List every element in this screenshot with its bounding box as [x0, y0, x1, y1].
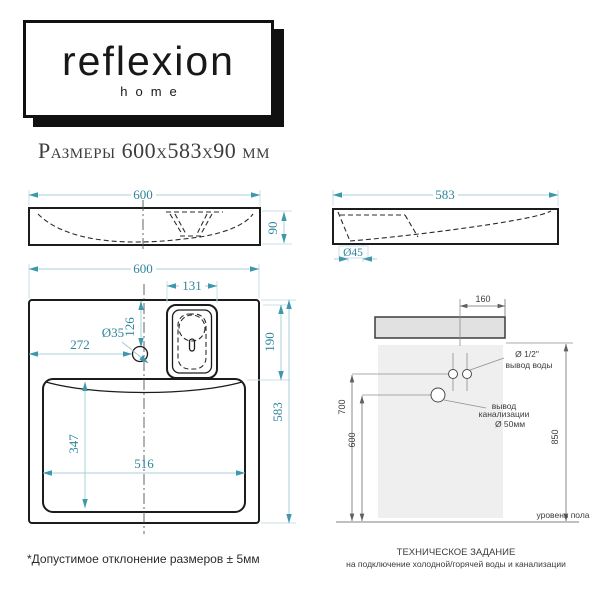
plan-depth-dim: 583: [270, 402, 285, 422]
sewer-size-label: Ø 50мм: [495, 419, 525, 429]
drain-height-dim: 600: [347, 432, 357, 447]
install-offset-dim: 160: [475, 294, 490, 304]
brand-logo: reflexion home: [23, 20, 274, 118]
spec-title: ТЕХНИЧЕСКОЕ ЗАДАНИЕ: [396, 547, 516, 558]
floor-level-label: уровень пола: [536, 510, 589, 520]
sewer-label-line2: канализации: [479, 409, 530, 419]
brand-name: reflexion: [62, 37, 235, 84]
front-height-dim: 90: [265, 222, 280, 235]
bowl-width-dim: 516: [134, 456, 154, 471]
plan-width-dim: 600: [133, 261, 153, 276]
installation-diagram: 160 700 600 Ø 1/2" вывод воды вывод кана…: [336, 294, 590, 523]
page-title: Размеры 600х583х90 мм: [38, 138, 270, 163]
brand-subname: home: [120, 83, 185, 99]
tolerance-note: *Допустимое отклонение размеров ± 5мм: [27, 552, 260, 566]
water-outlet-label: вывод воды: [506, 360, 553, 370]
drain-box-width-dim: 131: [182, 278, 202, 293]
sewer-outlet: [430, 387, 446, 403]
side-width-dim: 583: [435, 187, 455, 202]
front-view-outline: [28, 207, 261, 246]
spec-note: ТЕХНИЧЕСКОЕ ЗАДАНИЕ на подключение холод…: [330, 547, 582, 569]
side-view-outline: [332, 208, 559, 245]
water-outlet-size-label: Ø 1/2": [515, 349, 539, 359]
total-height-dim: 850: [550, 429, 560, 444]
front-width-dim: 600: [133, 187, 153, 202]
overflow-slot: [188, 338, 196, 352]
sink-section: [374, 316, 506, 339]
drain-box-inner: [171, 309, 213, 374]
faucet-offset-x-dim: 272: [70, 337, 90, 352]
front-view: 600 90: [28, 187, 292, 252]
bowl-depth-dim: 347: [66, 434, 81, 454]
side-view: 583 Ø45: [332, 187, 559, 262]
side-drain-dim: Ø45: [343, 247, 363, 259]
faucet-diameter-dim: Ø35: [102, 325, 124, 340]
faucet-offset-y-dim: 126: [122, 317, 137, 337]
spec-subtitle: на подключение холодной/горячей воды и к…: [346, 559, 566, 569]
sewer-label-line1: вывод: [492, 401, 517, 411]
right-offset-dim: 190: [262, 332, 277, 352]
washing-machine-area: [378, 345, 503, 518]
water-outlet-left: [448, 369, 458, 379]
water-outlet-right: [462, 369, 472, 379]
water-height-dim: 700: [337, 399, 347, 414]
plan-view: 600 131 126 Ø35 272 190: [28, 261, 296, 534]
